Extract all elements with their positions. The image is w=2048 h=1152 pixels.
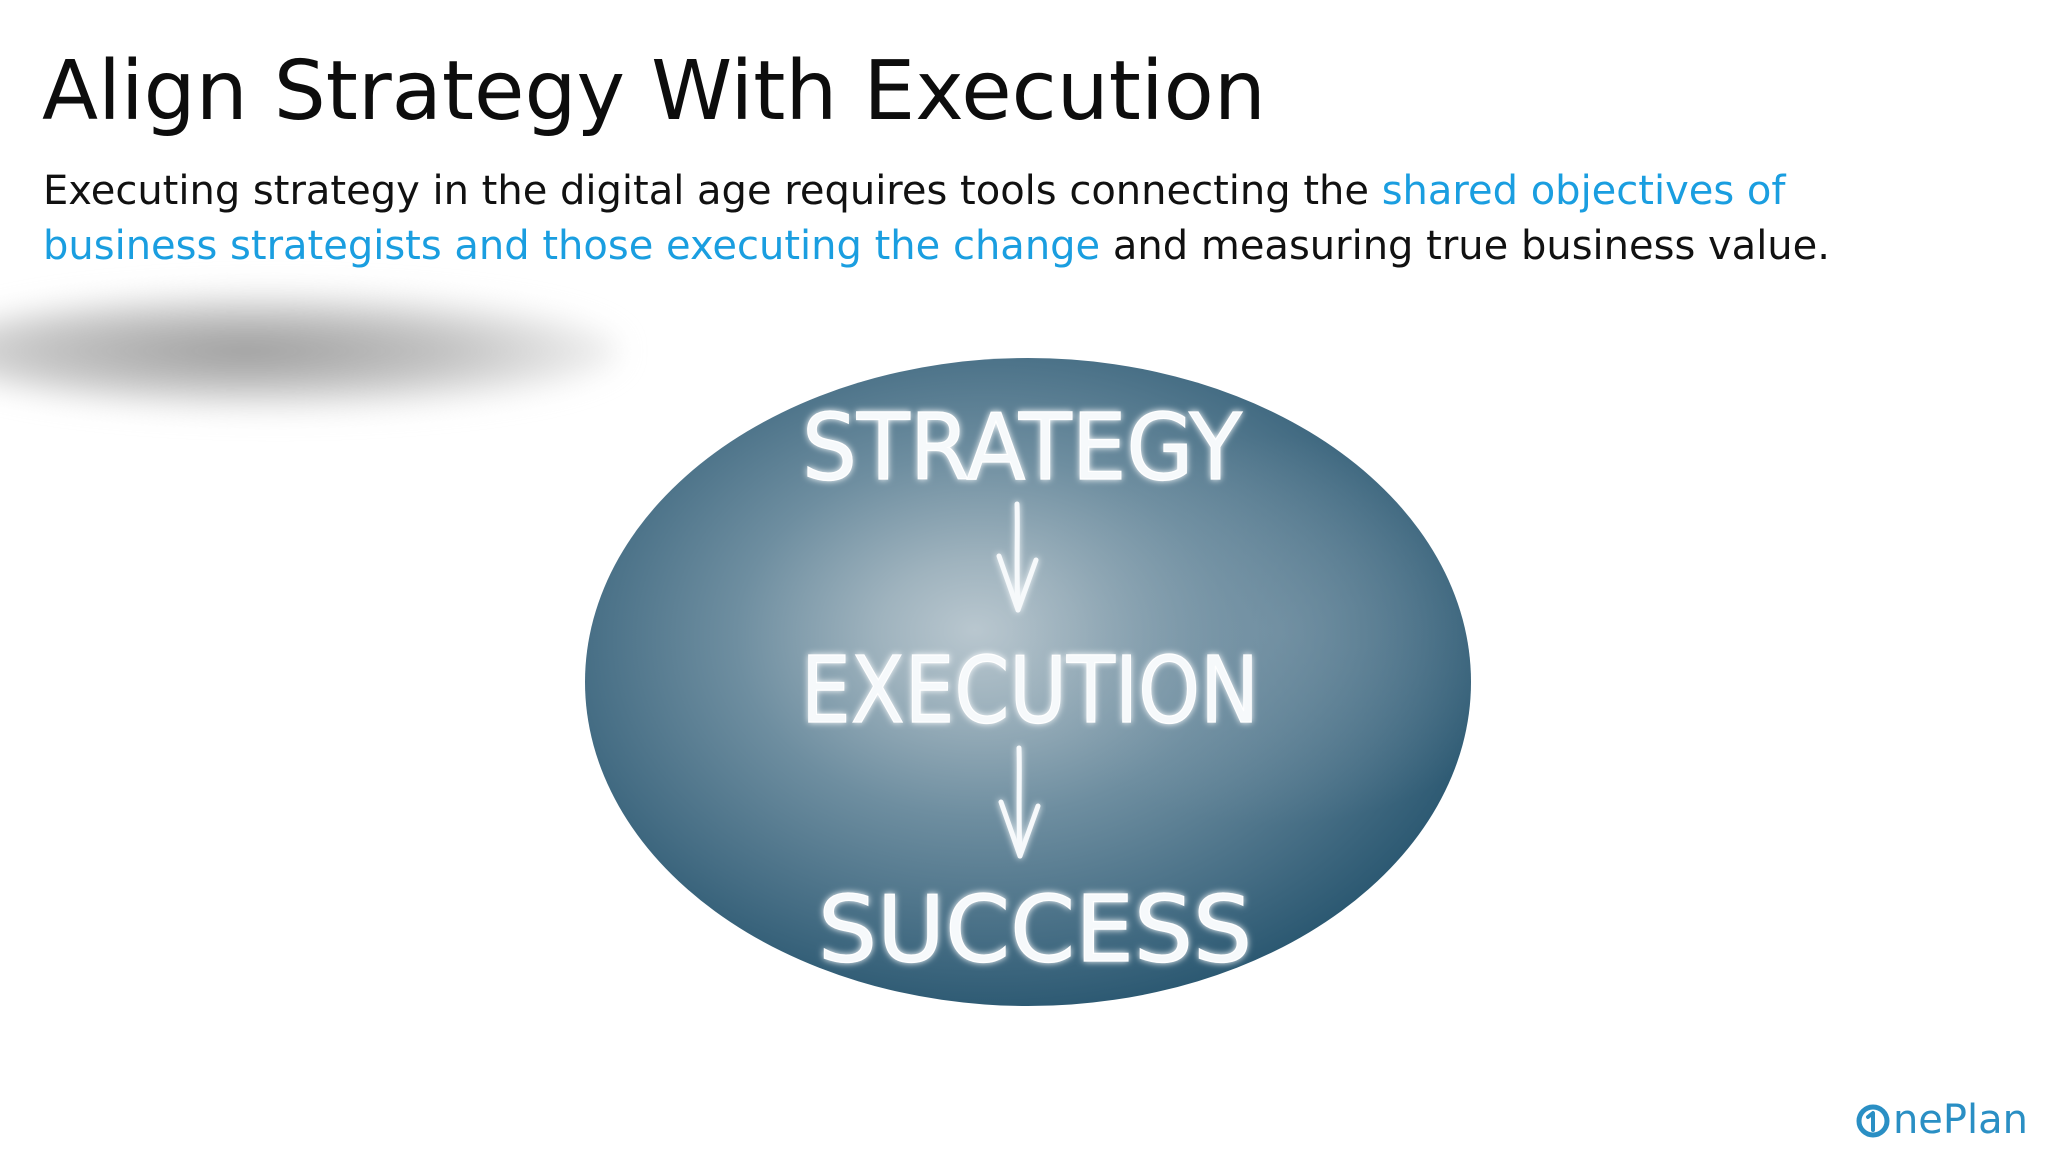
oneplan-logo: nePlan bbox=[1855, 1096, 2028, 1144]
subtitle-highlight: shared objectives of business strategist… bbox=[43, 168, 1786, 269]
strategy-orb-image: STRATEGY EXECUTION SUCCESS bbox=[585, 358, 1471, 1006]
step-success: SUCCESS bbox=[818, 876, 1252, 983]
oneplan-logo-mark-icon bbox=[1855, 1102, 1891, 1138]
subtitle-text-end: and measuring true business value. bbox=[1100, 223, 1830, 269]
logo-text: nePlan bbox=[1892, 1097, 2028, 1143]
down-arrow-icon bbox=[998, 745, 1041, 859]
step-strategy: STRATEGY bbox=[802, 394, 1243, 501]
slide-title: Align Strategy With Execution bbox=[42, 44, 1266, 139]
subtitle-text-start: Executing strategy in the digital age re… bbox=[43, 168, 1382, 214]
slide-subtitle: Executing strategy in the digital age re… bbox=[43, 164, 1943, 274]
down-arrow-icon bbox=[996, 501, 1039, 613]
gray-smudge-decoration bbox=[0, 292, 620, 410]
step-execution: EXECUTION bbox=[801, 637, 1259, 744]
